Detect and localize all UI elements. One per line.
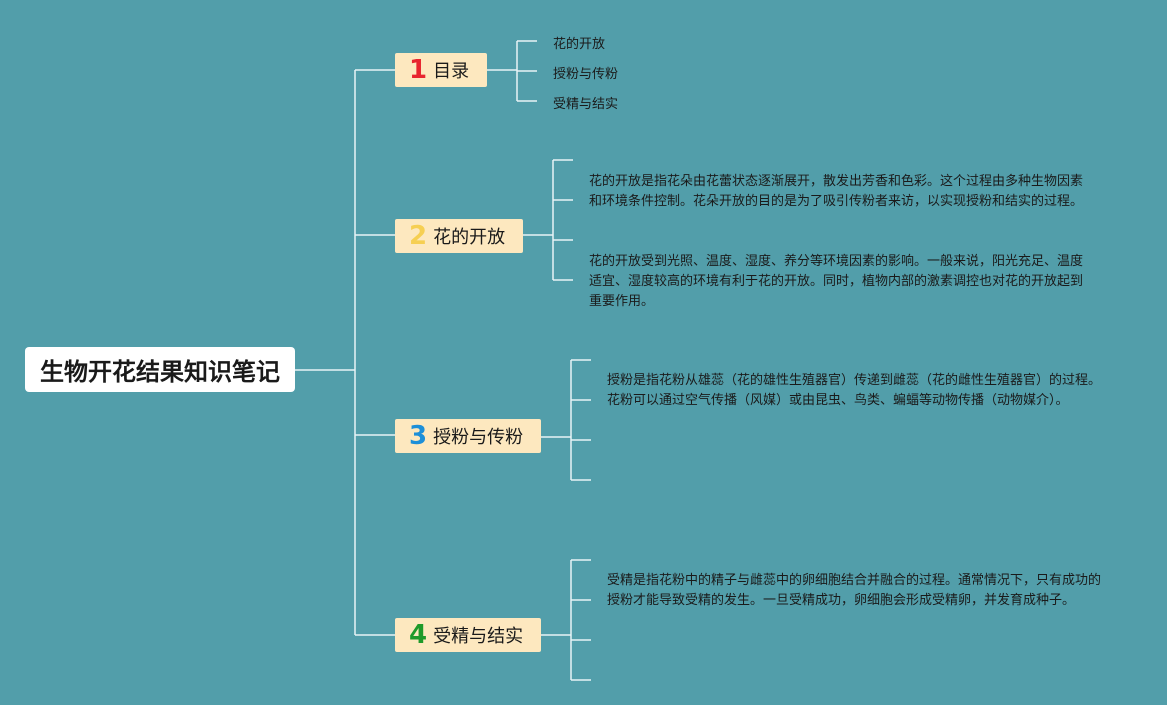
branch-number-4: 4	[409, 620, 428, 650]
detail-fertilization: 受精是指花粉中的精子与雌蕊中的卵细胞结合并融合的过程。通常情况下，只有成功的授粉…	[607, 573, 1102, 608]
root-node[interactable]: 生物开花结果知识笔记	[25, 347, 295, 392]
branch-node-toc[interactable]: 1 目录	[395, 53, 487, 87]
branch-number-1: 1	[409, 55, 428, 85]
detail-pollination: 授粉是指花粉从雄蕊（花的雄性生殖器官）传递到雌蕊（花的雌性生殖器官）的过程。花粉…	[607, 373, 1102, 408]
toc-item-bloom[interactable]: 花的开放	[553, 37, 606, 52]
root-title: 生物开花结果知识笔记	[40, 358, 280, 386]
branch-number-3: 3	[409, 421, 428, 451]
connector-toc	[487, 40, 537, 102]
branch-node-fertilization[interactable]: 4 受精与结实	[395, 618, 541, 652]
connector-fertilization	[541, 559, 591, 681]
branch-label-toc: 目录	[433, 61, 470, 82]
connector-pollination	[541, 359, 591, 481]
branch-label-bloom: 花的开放	[433, 227, 506, 248]
toc-item-pollination[interactable]: 授粉与传粉	[553, 67, 619, 82]
branch-node-pollination[interactable]: 3 授粉与传粉	[395, 419, 541, 453]
connector-bloom	[523, 159, 573, 281]
branch-label-fertilization: 受精与结实	[433, 626, 524, 647]
toc-item-fertilization[interactable]: 受精与结实	[553, 97, 619, 112]
branch-label-pollination: 授粉与传粉	[433, 427, 524, 448]
detail-bloom-factors: 花的开放受到光照、温度、湿度、养分等环境因素的影响。一般来说，阳光充足、温度适宜…	[589, 254, 1084, 309]
branch-node-bloom[interactable]: 2 花的开放	[395, 219, 523, 253]
detail-bloom-definition: 花的开放是指花朵由花蕾状态逐渐展开，散发出芳香和色彩。这个过程由多种生物因素和环…	[589, 174, 1084, 209]
branch-number-2: 2	[409, 221, 428, 251]
